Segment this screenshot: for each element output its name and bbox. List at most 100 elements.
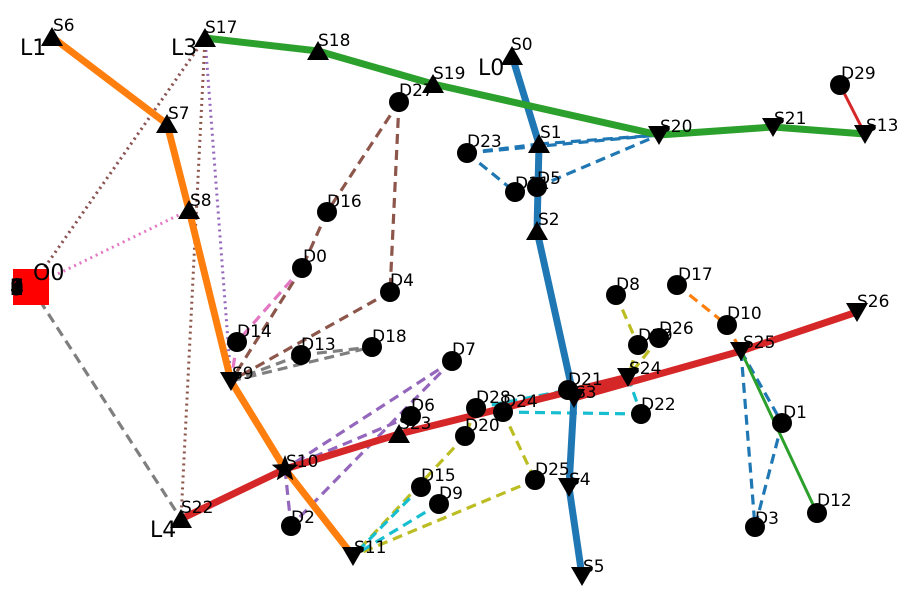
node-label-d21: D21 — [568, 370, 603, 390]
node-label-s26: S26 — [857, 292, 889, 312]
square-digit-label: 8 — [10, 276, 24, 301]
node-d15-marker — [411, 477, 431, 497]
square-digit-label: 7 — [10, 276, 24, 301]
line-label-l4: L4 — [150, 518, 176, 543]
edge-s10-s11 — [281, 465, 357, 560]
node-label-d27: D27 — [399, 81, 434, 101]
edge-s3-s25 — [570, 347, 745, 402]
node-label-d25: D25 — [535, 460, 570, 480]
edge-d0-s9 — [229, 267, 304, 382]
edge-d9-s11 — [352, 502, 440, 558]
edge-s17-s22 — [179, 37, 207, 520]
node-label-s1: S1 — [540, 123, 562, 143]
edge-d7-s10 — [284, 359, 453, 471]
node-label-s4: S4 — [569, 470, 591, 490]
node-d17-marker — [667, 275, 687, 295]
node-label-d28: D28 — [476, 388, 511, 408]
edge-s0-s1 — [508, 52, 543, 148]
edge-s1-s20 — [538, 133, 660, 146]
node-label-d13: D13 — [301, 335, 336, 355]
edge-s7-s8 — [163, 120, 193, 214]
node-s0-marker — [501, 46, 523, 65]
edge-s17-s18 — [201, 34, 322, 55]
node-label-s7: S7 — [168, 104, 190, 124]
edge-s18-s19 — [314, 47, 437, 88]
node-label-s10: S10 — [286, 452, 318, 472]
node-label-s18: S18 — [318, 31, 350, 51]
node-d24-marker — [493, 402, 513, 422]
edge-s8-s9 — [185, 206, 235, 385]
labels-layer: S0S1S2S3S4S5S6S7S8S9S10S11S13S17S18S19S2… — [10, 16, 898, 577]
edge-d5-s20 — [536, 133, 660, 189]
nodes-layer — [13, 27, 876, 586]
edge-s2-s3 — [533, 227, 578, 402]
square-digit-label: 2 — [10, 276, 24, 301]
node-d4-marker — [380, 282, 400, 302]
node-d28-marker — [466, 398, 486, 418]
edge-d15-s11 — [351, 485, 423, 558]
node-label-d19: D19 — [638, 326, 673, 346]
node-d3-marker — [745, 517, 765, 537]
node-s25-marker — [730, 342, 752, 361]
node-d8-marker — [606, 285, 626, 305]
edge-o0-s17 — [29, 37, 207, 288]
node-d18-marker — [362, 337, 382, 357]
square-digit-label: 4 — [10, 276, 24, 301]
node-label-s21: S21 — [774, 109, 806, 129]
node-label-s0: S0 — [511, 35, 533, 55]
edge-d4-s9 — [230, 290, 391, 383]
edge-d0-d14 — [235, 266, 304, 344]
node-d27-marker — [389, 92, 409, 112]
square-digit-label: 5 — [10, 276, 24, 301]
node-d26-marker — [649, 328, 669, 348]
edge-d1-d3 — [753, 422, 784, 528]
node-label-s25: S25 — [743, 333, 775, 353]
node-label-d24: D24 — [503, 392, 538, 412]
node-label-s24: S24 — [629, 359, 661, 379]
edge-d24-d25 — [501, 411, 537, 481]
node-label-d16: D16 — [327, 192, 362, 212]
node-label-d0: D0 — [303, 247, 327, 267]
node-label-d7: D7 — [452, 340, 476, 360]
node-label-d3: D3 — [755, 509, 779, 529]
node-d25-marker — [525, 470, 545, 490]
node-s1-marker — [528, 134, 550, 153]
line-label-l1: L1 — [20, 36, 46, 61]
node-label-s17: S17 — [205, 18, 237, 38]
node-label-d9: D9 — [439, 484, 463, 504]
node-s23-marker — [388, 424, 410, 443]
node-label-d6: D6 — [411, 396, 435, 416]
node-d7-marker — [442, 351, 462, 371]
node-label-d29: D29 — [841, 64, 876, 84]
node-d0-marker — [292, 258, 312, 278]
node-s5-marker — [571, 567, 593, 586]
node-label-s19: S19 — [433, 64, 465, 84]
node-label-s11: S11 — [354, 538, 386, 558]
node-d2-marker — [281, 516, 301, 536]
edge-d23-s20 — [466, 133, 660, 155]
node-label-o0: O0 — [33, 261, 64, 286]
node-o0-marker — [13, 269, 49, 305]
node-s21-marker — [762, 118, 784, 137]
node-label-d17: D17 — [678, 265, 713, 285]
node-s20-marker — [648, 126, 670, 145]
node-s22-marker — [170, 509, 192, 528]
square-digit-label: 9 — [10, 276, 24, 301]
node-s6-marker — [41, 27, 63, 46]
node-s4-marker — [558, 478, 580, 497]
edge-s9-s10 — [227, 377, 289, 473]
edge-d13-d18 — [300, 345, 373, 357]
node-label-s23: S23 — [399, 414, 431, 434]
node-d12-marker — [807, 503, 827, 523]
edge-d17-d10 — [676, 283, 728, 327]
edge-s9-d13 — [230, 353, 302, 383]
node-d20-marker — [455, 426, 475, 446]
line-label-l0: L0 — [478, 56, 504, 81]
edge-s25-d1 — [739, 350, 784, 424]
node-d9-marker — [429, 494, 449, 514]
node-d21-marker — [558, 380, 578, 400]
node-label-d8: D8 — [616, 275, 640, 295]
node-d5-marker — [527, 177, 547, 197]
node-label-d14: D14 — [237, 322, 272, 342]
